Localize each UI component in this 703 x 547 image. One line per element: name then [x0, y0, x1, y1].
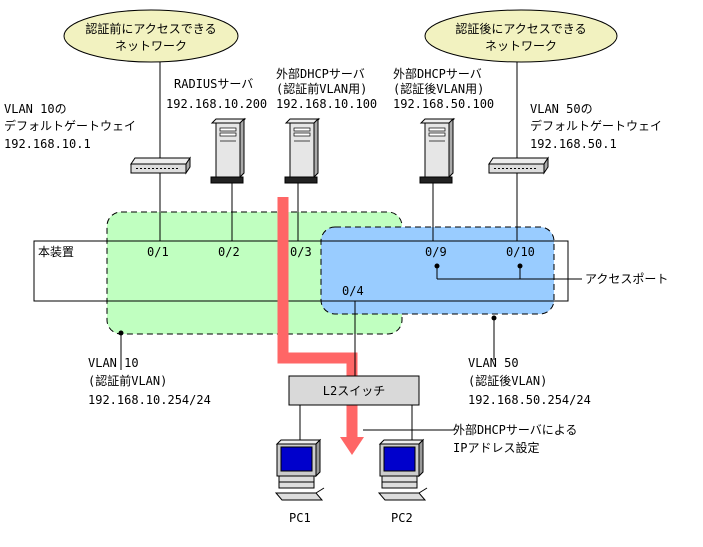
cloud-after-line1: 認証後にアクセスできる — [455, 21, 586, 36]
dhcp-note-line1: 外部DHCPサーバによる — [453, 422, 577, 437]
access-port-callout: アクセスポート — [434, 263, 668, 286]
radius-server-icon — [210, 117, 247, 184]
l2-switch-label: L2スイッチ — [323, 384, 385, 398]
vlan50-label-line3: 192.168.50.254/24 — [468, 393, 591, 407]
cloud-after-auth: 認証後にアクセスできる ネットワーク — [424, 9, 618, 63]
vlan10-callout: VLAN 10 (認証前VLAN) 192.168.10.254/24 — [88, 330, 211, 407]
svg-text:192.168.10.1: 192.168.10.1 — [4, 137, 91, 151]
svg-text:デフォルトゲートウェイ: デフォルトゲートウェイ — [530, 118, 662, 133]
main-device-label: 本装置 — [38, 245, 74, 259]
router-vlan50-gateway — [488, 156, 549, 175]
vlan10-label-line2: (認証前VLAN) — [88, 373, 167, 388]
svg-text:外部DHCPサーバ: 外部DHCPサーバ — [276, 66, 365, 81]
port-0-3-label: 0/3 — [290, 245, 312, 259]
port-0-9-label: 0/9 — [425, 245, 447, 259]
port-0-1-label: 0/1 — [147, 245, 169, 259]
vlan10-label-line1: VLAN 10 — [88, 356, 139, 370]
dhcp-server-before-label: 外部DHCPサーバ (認証前VLAN用) 192.168.10.100 — [276, 66, 377, 111]
vlan10-label-line3: 192.168.10.254/24 — [88, 393, 211, 407]
dhcp-server-after-label: 外部DHCPサーバ (認証後VLAN用) 192.168.50.100 — [393, 66, 494, 111]
cloud-before-auth: 認証前にアクセスできる ネットワーク — [63, 9, 239, 63]
main-device-box — [33, 240, 569, 302]
radius-server-label: RADIUSサーバ 192.168.10.200 — [166, 77, 267, 111]
dhcp-config-note: 外部DHCPサーバによる IPアドレス設定 — [363, 422, 577, 455]
vlan50-label-line2: (認証後VLAN) — [468, 373, 547, 388]
svg-text:192.168.50.1: 192.168.50.1 — [530, 137, 617, 151]
dhcp-server-after-icon — [419, 117, 456, 184]
pc1-icon — [274, 438, 325, 501]
svg-text:192.168.10.200: 192.168.10.200 — [166, 97, 267, 111]
svg-text:192.168.50.100: 192.168.50.100 — [393, 97, 494, 111]
pc2-label: PC2 — [391, 511, 413, 525]
svg-text:外部DHCPサーバ: 外部DHCPサーバ — [393, 66, 482, 81]
cloud-before-line2: ネットワーク — [115, 39, 187, 53]
port-0-10-label: 0/10 — [506, 245, 535, 259]
router-vlan10-gateway — [130, 156, 191, 175]
vlan50-gateway-label: VLAN 50の デフォルトゲートウェイ 192.168.50.1 — [530, 102, 662, 151]
svg-text:VLAN 50の: VLAN 50の — [530, 102, 593, 116]
svg-text:RADIUSサーバ: RADIUSサーバ — [174, 77, 253, 91]
l2-switch: L2スイッチ — [288, 375, 420, 406]
port-0-4-label: 0/4 — [342, 284, 364, 298]
svg-text:(認証後VLAN用): (認証後VLAN用) — [393, 81, 484, 96]
svg-text:デフォルトゲートウェイ: デフォルトゲートウェイ — [4, 118, 136, 133]
cloud-after-line2: ネットワーク — [485, 39, 557, 53]
pc1-label: PC1 — [289, 511, 311, 525]
dhcp-server-before-icon — [284, 117, 321, 184]
pc2-icon — [377, 438, 428, 501]
svg-text:192.168.10.100: 192.168.10.100 — [276, 97, 377, 111]
vlan50-label-line1: VLAN 50 — [468, 356, 519, 370]
cloud-before-line1: 認証前にアクセスできる — [85, 21, 216, 36]
port-0-2-label: 0/2 — [218, 245, 240, 259]
dhcp-note-line2: IPアドレス設定 — [453, 440, 539, 455]
vlan50-callout: VLAN 50 (認証後VLAN) 192.168.50.254/24 — [468, 315, 591, 407]
svg-text:(認証前VLAN用): (認証前VLAN用) — [276, 81, 367, 96]
vlan10-gateway-label: VLAN 10の デフォルトゲートウェイ 192.168.10.1 — [4, 102, 136, 151]
access-port-label: アクセスポート — [585, 272, 668, 286]
svg-text:VLAN 10の: VLAN 10の — [4, 102, 67, 116]
